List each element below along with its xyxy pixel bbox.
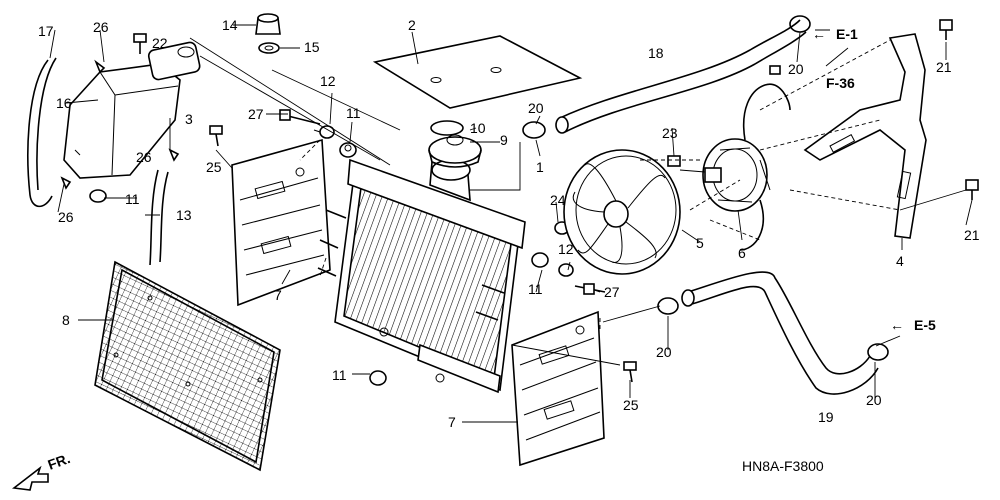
callout-22: 22 bbox=[152, 35, 168, 51]
callout-16: 16 bbox=[56, 95, 72, 111]
callout-26-c: 26 bbox=[58, 209, 74, 225]
upper-hose-18 bbox=[555, 19, 807, 134]
callout-21-a: 21 bbox=[936, 59, 952, 75]
callout-7-a: 7 bbox=[274, 287, 282, 303]
grommet-11-a bbox=[339, 142, 357, 158]
callout-10: 10 bbox=[470, 120, 486, 136]
bolt-27-a bbox=[279, 109, 321, 125]
ref-e1: E-1 bbox=[836, 26, 858, 42]
callout-8: 8 bbox=[62, 312, 70, 328]
catalog-code: HN8A-F3800 bbox=[742, 458, 824, 474]
callout-27-b: 27 bbox=[604, 284, 620, 300]
ref-arrow-e5: ← bbox=[890, 317, 904, 333]
hose-clamp-20-a bbox=[522, 121, 546, 139]
callout-12-b: 12 bbox=[558, 241, 574, 257]
front-direction-marker: FR. bbox=[11, 450, 73, 491]
callout-20-c: 20 bbox=[788, 61, 804, 77]
hose-clamp-20-b bbox=[789, 15, 811, 33]
callout-11-c: 11 bbox=[332, 367, 347, 383]
bolt-23 bbox=[667, 155, 681, 167]
callout-13: 13 bbox=[176, 207, 192, 223]
callout-2: 2 bbox=[408, 17, 416, 33]
front-label: FR. bbox=[46, 450, 73, 473]
fan-motor-wire bbox=[739, 65, 791, 251]
reservoir-cap-14 bbox=[255, 13, 281, 35]
callout-21-b: 21 bbox=[964, 227, 980, 243]
cooling-fan-5 bbox=[563, 149, 681, 275]
fan-motor-6 bbox=[702, 138, 771, 212]
callout-1: 1 bbox=[536, 159, 544, 175]
callout-11-a: 11 bbox=[125, 191, 140, 207]
callout-20-a: 20 bbox=[528, 100, 544, 116]
callouts: 17 26 22 16 3 26 11 26 13 14 15 12 27 11… bbox=[38, 17, 980, 430]
bolt-25-a bbox=[209, 125, 223, 147]
bolt-22 bbox=[133, 33, 147, 54]
radiator-grille-8 bbox=[94, 260, 281, 472]
washer-15 bbox=[258, 42, 280, 54]
callout-11-d: 11 bbox=[528, 281, 543, 297]
callout-26-a: 26 bbox=[93, 19, 109, 35]
radiator-cap-1 bbox=[428, 134, 482, 168]
hose-clamp-20-c bbox=[657, 297, 679, 315]
callout-20-d: 20 bbox=[866, 392, 882, 408]
lower-hose-19 bbox=[681, 271, 879, 395]
ref-e5: E-5 bbox=[914, 317, 936, 333]
shroud-plate-7-right bbox=[511, 310, 605, 467]
callout-11-b: 11 bbox=[346, 105, 361, 121]
callout-5: 5 bbox=[696, 235, 704, 251]
callout-27-a: 27 bbox=[248, 106, 264, 122]
callout-4: 4 bbox=[896, 253, 904, 269]
callout-25-a: 25 bbox=[206, 159, 222, 175]
tank-grommet bbox=[89, 189, 107, 203]
grommet-11-c bbox=[531, 252, 549, 268]
callout-3: 3 bbox=[185, 111, 193, 127]
bolt-25-b bbox=[623, 361, 637, 383]
callout-9: 9 bbox=[500, 132, 508, 148]
callout-23: 23 bbox=[662, 125, 678, 141]
callout-24: 24 bbox=[550, 192, 566, 208]
drain-hose-13 bbox=[149, 169, 159, 266]
grommet-11-b bbox=[369, 370, 387, 386]
callout-26-b: 26 bbox=[136, 149, 152, 165]
cap-seal-10 bbox=[430, 120, 464, 136]
radiator-core bbox=[317, 158, 526, 394]
callout-12-a: 12 bbox=[320, 73, 336, 89]
callout-18: 18 bbox=[648, 45, 664, 61]
reserve-tank bbox=[63, 63, 181, 179]
callout-25-b: 25 bbox=[623, 397, 639, 413]
clip-26-b bbox=[168, 148, 180, 162]
bolt-27-b bbox=[574, 283, 606, 295]
callout-7-b: 7 bbox=[448, 414, 456, 430]
ref-f36: F-36 bbox=[826, 75, 855, 91]
callout-14: 14 bbox=[222, 17, 238, 33]
collar-12-b bbox=[558, 263, 574, 277]
callout-20-b: 20 bbox=[656, 344, 672, 360]
callout-6: 6 bbox=[738, 245, 746, 261]
cross-references: ← E-1 F-36 ← E-5 bbox=[812, 26, 936, 333]
fan-bracket-4 bbox=[803, 33, 927, 239]
bolt-21-b bbox=[965, 179, 979, 200]
callout-17: 17 bbox=[38, 23, 54, 39]
bolt-21-a bbox=[939, 19, 953, 40]
collar-12-a bbox=[313, 125, 335, 139]
hose-clamp-20-d bbox=[867, 343, 889, 361]
clip-26-a bbox=[94, 59, 106, 74]
radiator-cover-2 bbox=[372, 35, 583, 109]
leader-lines bbox=[49, 24, 973, 423]
shroud-plate-7-left bbox=[231, 138, 331, 307]
ref-arrow-e1: ← bbox=[812, 26, 826, 42]
clip-26-c bbox=[60, 176, 72, 190]
callout-15: 15 bbox=[304, 39, 320, 55]
overflow-hose-17 bbox=[27, 59, 53, 208]
front-arrow-icon bbox=[11, 465, 49, 491]
reserve-tank-group bbox=[27, 33, 201, 266]
callout-19: 19 bbox=[818, 409, 834, 425]
